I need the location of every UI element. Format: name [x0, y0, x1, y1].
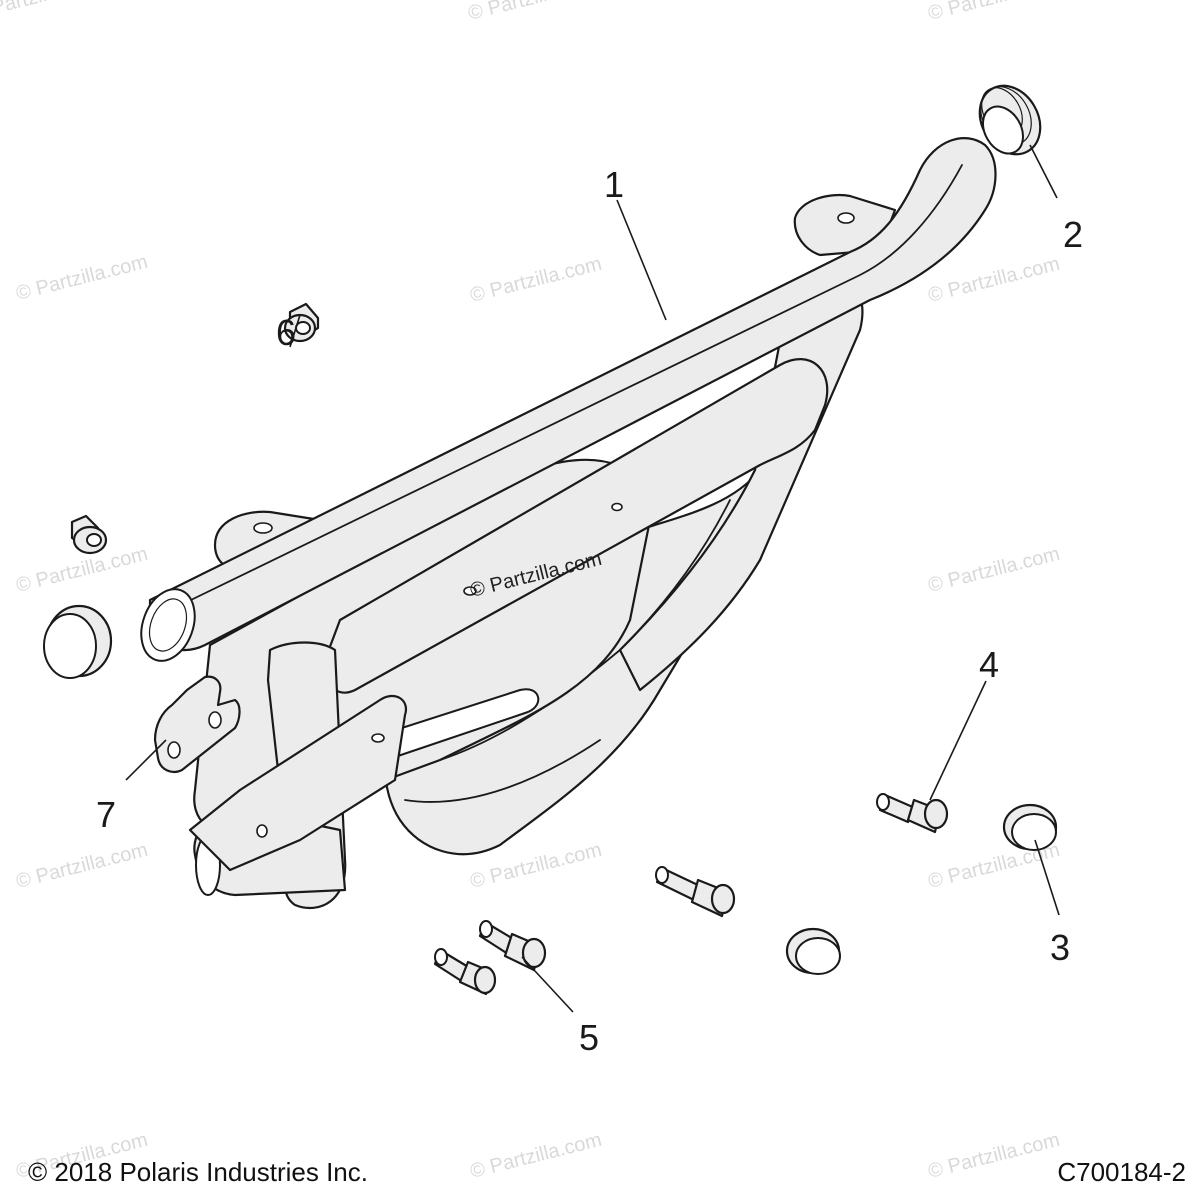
flange-nut-icon [283, 302, 320, 343]
end-plug-icon [43, 604, 113, 679]
callout-number: 5 [579, 1017, 599, 1058]
callout-number: 7 [96, 794, 116, 835]
flange-bolt-icon [478, 920, 547, 972]
callout-number: 3 [1050, 927, 1070, 968]
end-plug-icon [1002, 803, 1058, 851]
watermark: © Partzilla.com [468, 1129, 604, 1183]
flange-bolt-icon [876, 793, 949, 834]
leader-line [1029, 144, 1058, 199]
watermark: © Partzilla.com [0, 0, 106, 24]
copyright-notice: © 2018 Polaris Industries Inc. [28, 1157, 368, 1187]
callout-number: 1 [604, 164, 624, 205]
callout-number: 4 [979, 644, 999, 685]
watermark: © Partzilla.com [926, 253, 1062, 307]
leader-line [521, 956, 574, 1013]
bumper-frame-icon [140, 137, 997, 910]
watermark: © Partzilla.com [926, 0, 1062, 25]
leader-line [289, 314, 301, 348]
leader-lines [125, 144, 1060, 1013]
leader-line [1034, 839, 1060, 916]
mounting-bracket-icon [153, 675, 241, 774]
watermark: © Partzilla.com [926, 543, 1062, 597]
leader-line [125, 739, 167, 781]
diagram-code: C700184-2 [1057, 1157, 1186, 1187]
leader-line [616, 199, 667, 321]
watermark: © Partzilla.com [466, 0, 602, 25]
flange-nut-icon [70, 514, 108, 555]
end-plug-icon [785, 927, 841, 975]
callout-number: 6 [276, 312, 296, 353]
leader-line [929, 680, 987, 801]
callout-number: 2 [1063, 214, 1083, 255]
watermark: © Partzilla.com [14, 839, 150, 893]
flange-bolt-icon [655, 866, 736, 918]
flange-bolt-icon [433, 948, 497, 996]
watermark: © Partzilla.com [468, 253, 604, 307]
tube-end-cap-icon [978, 84, 1042, 156]
watermark: © Partzilla.com [926, 1129, 1062, 1183]
watermark: © Partzilla.com [14, 251, 150, 305]
